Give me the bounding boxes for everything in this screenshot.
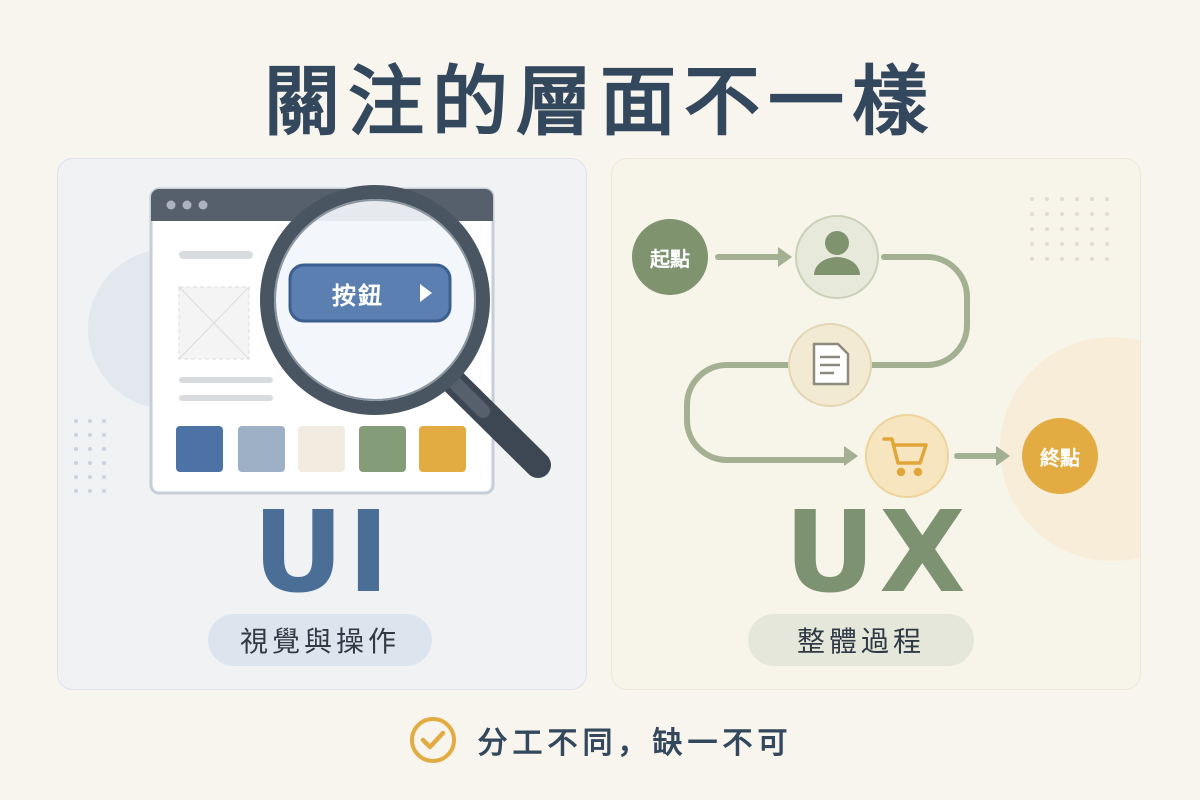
cart-icon [882,437,928,477]
check-circle-icon [409,717,456,763]
swatch-cream [298,426,345,472]
ux-journey-illustration [632,197,1140,561]
magnified-button [288,263,452,323]
footer-text: 分工不同，缺一不可 [477,726,793,761]
swatch-gold [419,426,466,472]
user-icon [825,231,849,255]
ui-illustration [74,185,551,495]
ux-heading: UX [784,488,970,618]
document-step-node [788,323,872,407]
ux-subtitle-pill: 整體過程 [748,614,974,666]
ui-heading: UI [252,488,394,618]
document-icon [812,342,850,386]
swatch-gray-blue [238,426,285,472]
ux-panel: 起點 終點 UX 整體過程 [611,158,1141,690]
dot-grid [1030,197,1109,261]
end-node [1022,418,1098,494]
start-label: 起點 [650,246,690,271]
arrowheads [778,247,1010,466]
start-node [632,219,708,295]
page-title: 關注的層面不一樣 [264,57,936,146]
color-swatches [176,426,466,472]
dot-grid [74,419,106,493]
ui-panel: 按鈕 UI 視覺與操作 [57,158,587,690]
button-label: 按鈕 [332,281,384,310]
journey-path [684,254,1001,463]
swatch-blue [176,426,223,472]
swatch-green [359,426,406,472]
footer: 分工不同，缺一不可 [0,712,1200,768]
user-step-node [795,215,879,299]
ui-subtitle-pill: 視覺與操作 [208,614,432,666]
play-arrow-icon [420,284,432,302]
end-label: 終點 [1040,445,1080,470]
cart-step-node [865,414,949,498]
